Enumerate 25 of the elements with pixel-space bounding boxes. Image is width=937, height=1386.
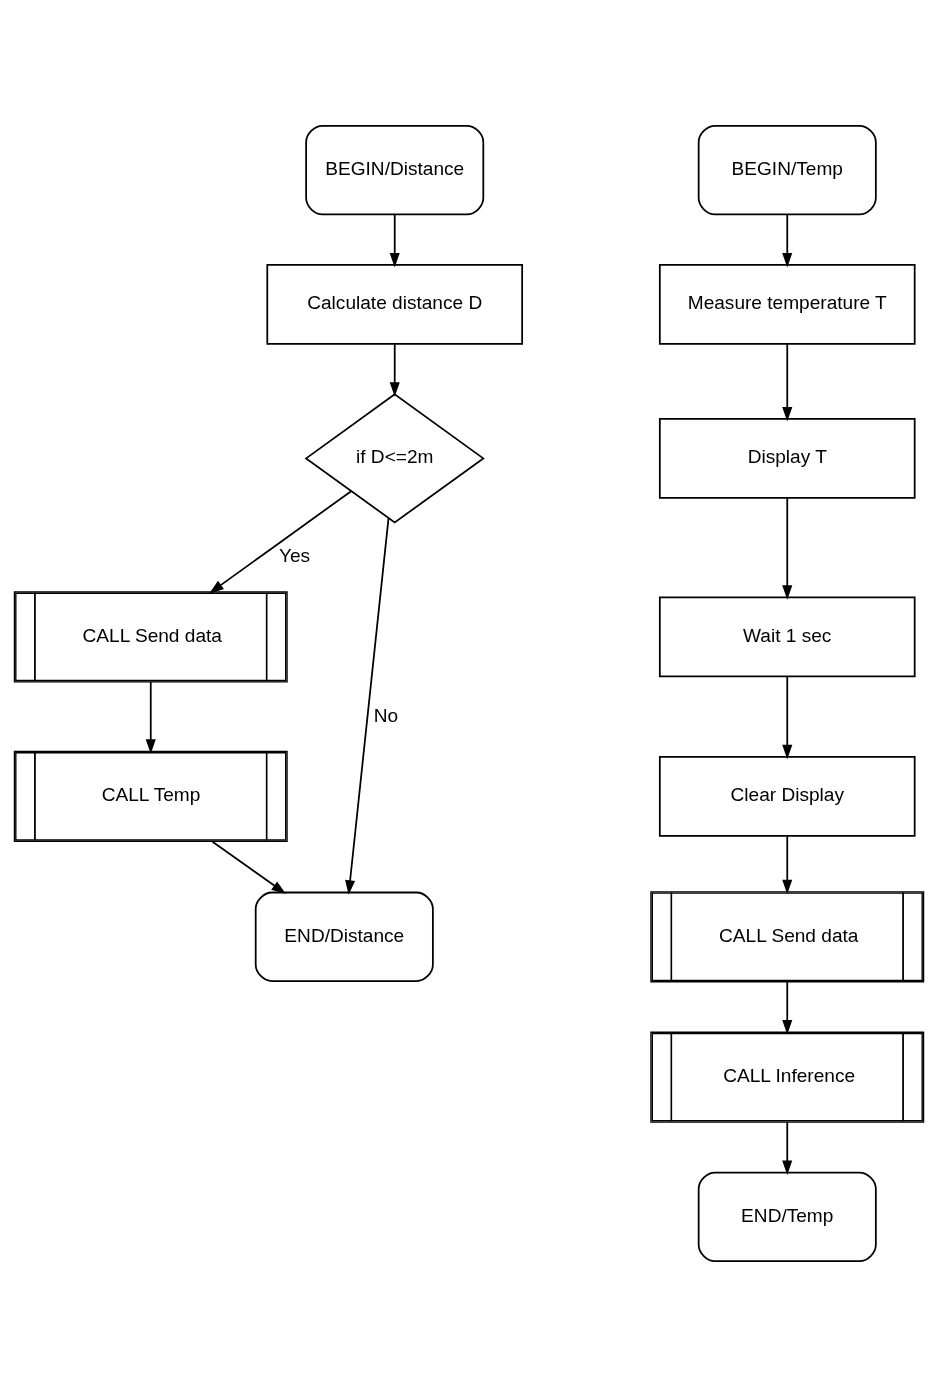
arrow	[781, 342, 792, 422]
node-box: Display T	[658, 417, 916, 499]
node-box: Clear Display	[658, 755, 916, 837]
arrow	[781, 675, 792, 759]
node-box: Wait 1 sec	[658, 596, 916, 677]
arrow	[781, 1120, 792, 1175]
arrow	[389, 342, 400, 397]
edge-label: No	[373, 704, 398, 726]
arrow	[781, 834, 792, 894]
node-box: Calculate distance D	[265, 263, 523, 345]
node-box: END/Temp	[697, 1171, 877, 1262]
arrow	[145, 680, 156, 754]
arrow	[389, 213, 400, 267]
node-diamond: if D<=2m	[304, 392, 485, 524]
arrow	[344, 516, 389, 895]
node-box: BEGIN/Temp	[697, 124, 877, 215]
arrow	[781, 980, 792, 1034]
arrow	[211, 840, 286, 894]
arrow	[781, 496, 792, 600]
node-box: BEGIN/Distance	[304, 124, 484, 215]
node-box: END/Distance	[254, 891, 434, 982]
edge-label: Yes	[278, 544, 310, 566]
arrow	[208, 489, 352, 593]
node-box: Measure temperature T	[658, 263, 916, 345]
arrow	[781, 213, 792, 267]
